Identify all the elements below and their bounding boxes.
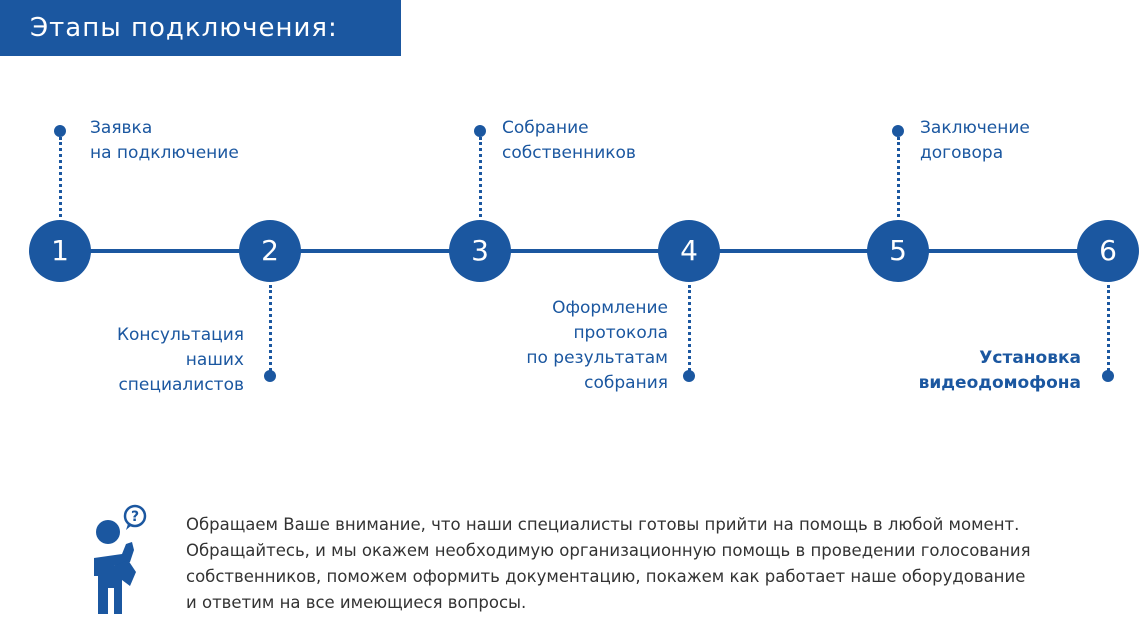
step-1-dot	[54, 125, 66, 137]
label-line: Заключение	[920, 118, 1030, 138]
label-line: договора	[920, 143, 1004, 163]
note-line: собственников, поможем оформить документ…	[186, 567, 1026, 586]
label-line: Установка	[979, 348, 1081, 368]
label-line: протокола	[573, 323, 668, 343]
step-1-label: Заявка на подключение	[90, 116, 239, 166]
label-line: Собрание	[502, 118, 589, 138]
step-3-circle: 3	[449, 220, 511, 282]
step-2-label: Консультация наших специалистов	[117, 323, 244, 398]
timeline-line	[60, 249, 1108, 253]
label-line: Заявка	[90, 118, 153, 138]
step-6-dot	[1102, 370, 1114, 382]
person-question-icon: ?	[94, 504, 147, 614]
page-title: Этапы подключения:	[0, 0, 401, 56]
step-2-connector	[269, 285, 272, 371]
step-6-label: Установка видеодомофона	[919, 346, 1081, 396]
step-1-connector	[59, 137, 62, 217]
step-3-label: Собрание собственников	[502, 116, 636, 166]
step-4-circle: 4	[658, 220, 720, 282]
label-line: по результатам	[526, 348, 668, 368]
step-2-dot	[264, 370, 276, 382]
step-4-connector	[688, 285, 691, 371]
note-line: Обращаем Ваше внимание, что наши специал…	[186, 515, 1020, 534]
label-line: собрания	[584, 373, 668, 393]
note-line: и ответим на все имеющиеся вопросы.	[186, 593, 527, 612]
step-3-dot	[474, 125, 486, 137]
step-1-circle: 1	[29, 220, 91, 282]
step-5-circle: 5	[867, 220, 929, 282]
label-line: на подключение	[90, 143, 239, 163]
note-line: Обращайтесь, и мы окажем необходимую орг…	[186, 541, 1031, 560]
label-line: собственников	[502, 143, 636, 163]
step-6-circle: 6	[1077, 220, 1139, 282]
note-text: Обращаем Ваше внимание, что наши специал…	[186, 512, 1031, 616]
svg-text:?: ?	[131, 509, 139, 525]
step-5-dot	[892, 125, 904, 137]
label-line: наших	[185, 350, 244, 370]
step-5-label: Заключение договора	[920, 116, 1030, 166]
label-line: Оформление	[552, 298, 668, 318]
step-2-circle: 2	[239, 220, 301, 282]
step-5-connector	[897, 137, 900, 217]
label-line: Консультация	[116, 325, 244, 345]
step-4-label: Оформление протокола по результатам собр…	[526, 296, 668, 396]
step-4-dot	[683, 370, 695, 382]
step-6-connector	[1107, 285, 1110, 371]
label-line: специалистов	[118, 375, 244, 395]
label-line: видеодомофона	[918, 373, 1081, 393]
step-3-connector	[479, 137, 482, 217]
